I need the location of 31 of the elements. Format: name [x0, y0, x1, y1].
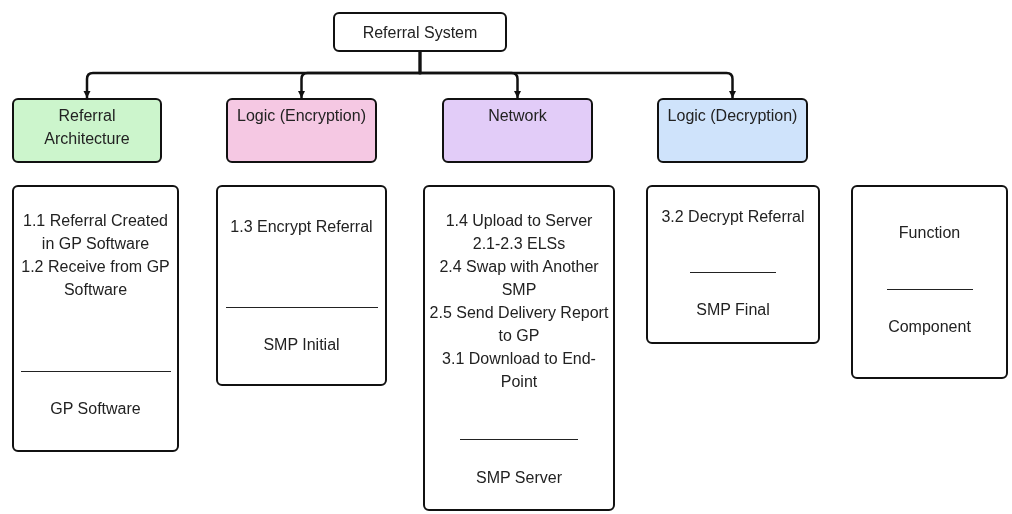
function-card — [216, 185, 387, 386]
arrow — [418, 52, 736, 98]
function-card — [12, 185, 179, 452]
box-label: Referral Architecture — [43, 106, 131, 149]
component-text: SMP Server — [475, 468, 563, 488]
function-card — [646, 185, 820, 344]
category-box — [442, 98, 593, 163]
function-text: 1.1 Referral Created in GP Software — [22, 211, 169, 254]
function-text: 1.4 Upload to Server — [445, 211, 593, 231]
function-card — [851, 185, 1008, 379]
function-text: 3.1 Download to End-Point — [441, 349, 597, 392]
box-label: Logic (Decryption) — [667, 106, 798, 126]
component-text: SMP Initial — [262, 335, 341, 355]
function-text: 3.2 Decrypt Referral — [661, 207, 805, 227]
function-text: 1.3 Encrypt Referral — [230, 217, 373, 237]
function-text: 1.2 Receive from GP Software — [20, 257, 171, 300]
function-text: 2.1-2.3 ELSs — [472, 234, 566, 254]
function-card — [423, 185, 615, 511]
category-box — [226, 98, 377, 163]
box-label: Network — [488, 106, 547, 126]
box-label: Referral System — [362, 22, 478, 43]
function-text: 2.4 Swap with Another SMP — [438, 257, 600, 300]
component-text: GP Software — [49, 399, 142, 419]
box-label: Logic (Encryption) — [237, 106, 366, 126]
function-text: 2.5 Send Delivery Report to GP — [428, 303, 610, 346]
component-text: SMP Final — [695, 300, 771, 320]
function-text: Function — [898, 223, 961, 243]
root-box — [333, 12, 507, 52]
component-text: Component — [887, 317, 972, 337]
category-box — [657, 98, 808, 163]
category-box — [12, 98, 162, 163]
